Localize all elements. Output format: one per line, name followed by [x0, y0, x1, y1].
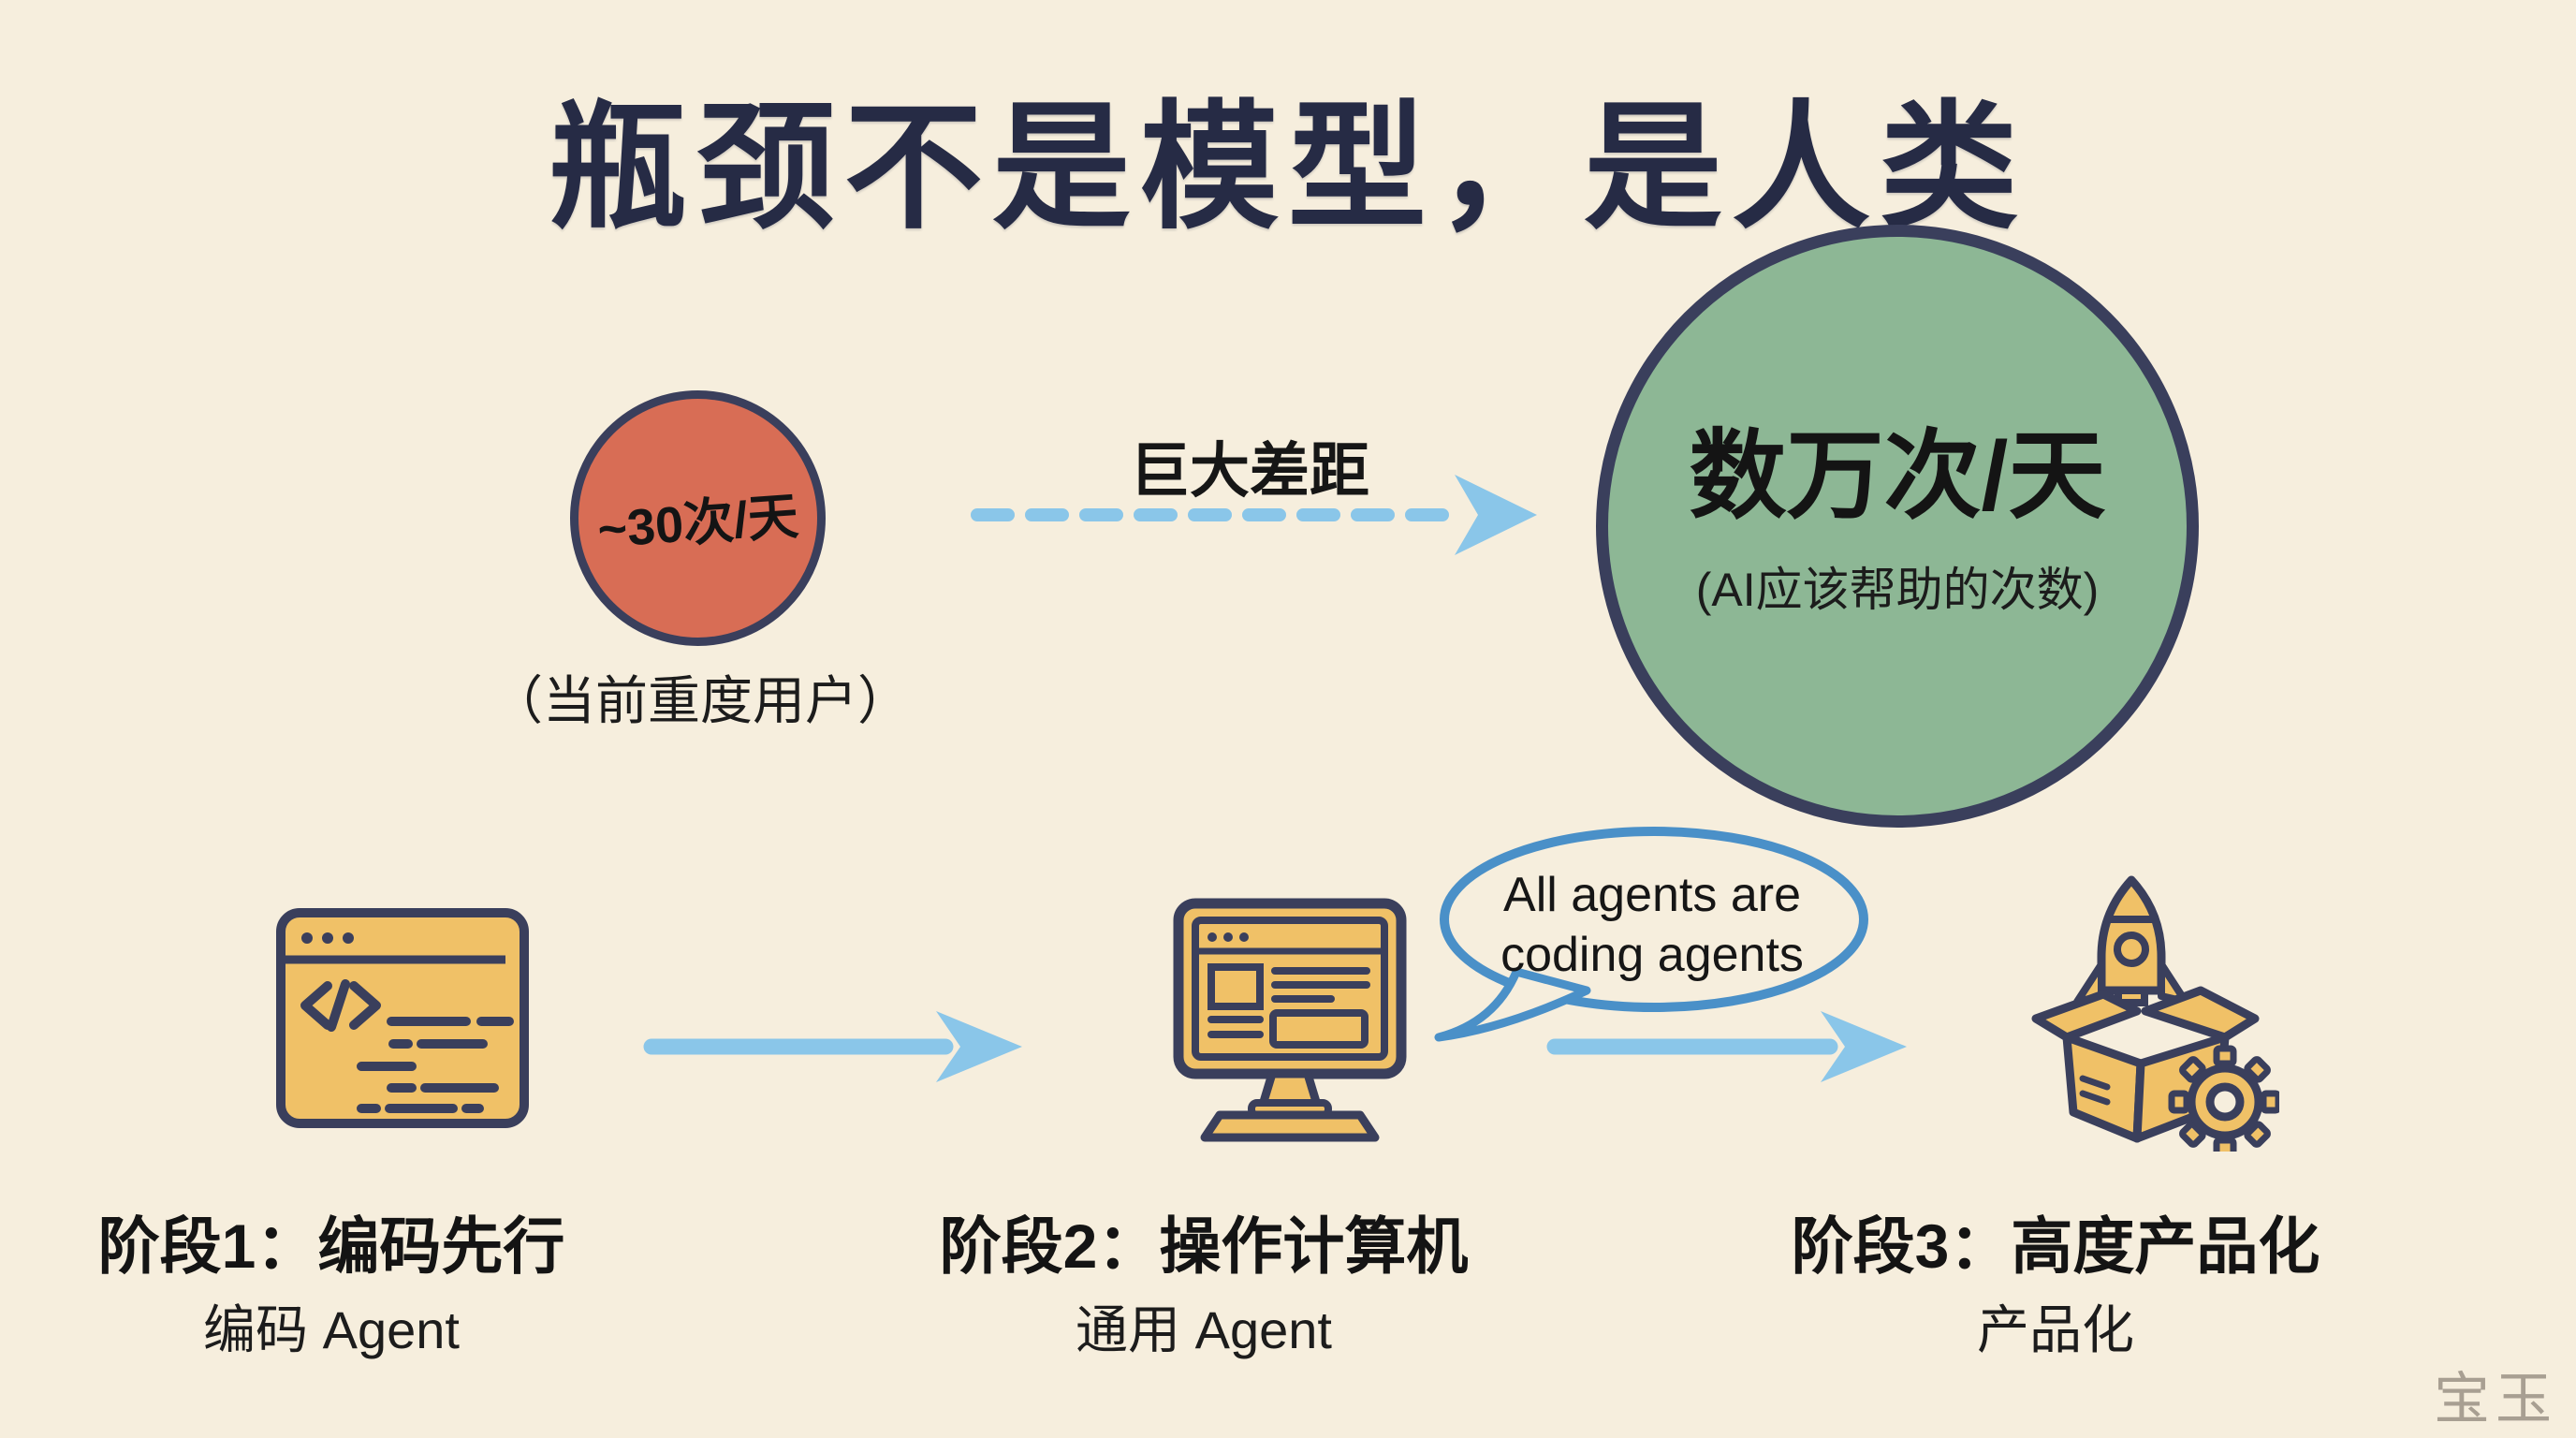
stage-3-subtitle: 产品化 [1977, 1300, 2134, 1359]
current-usage-value: ~30次/天 [595, 488, 801, 559]
stage-1-subtitle: 编码 Agent [203, 1300, 460, 1359]
target-usage-value: 数万次/天 [1689, 421, 2106, 531]
current-usage-circle: ~30次/天 [570, 390, 826, 646]
arrow-right-icon [1546, 1011, 1907, 1082]
code-editor-icon [276, 908, 529, 1128]
arrow-right-icon [643, 1011, 1022, 1082]
speech-bubble: All agents are coding agents [1427, 824, 1872, 1058]
target-usage-circle: 数万次/天 (AI应该帮助的次数) [1596, 225, 2199, 828]
speech-bubble-line: All agents are [1503, 868, 1801, 922]
speech-bubble-outline [1434, 827, 1868, 1042]
stage-3-title: 阶段3：高度产品化 [1791, 1211, 2320, 1281]
target-usage-caption: (AI应该帮助的次数) [1695, 563, 2100, 616]
gap-dashed-arrow-icon [971, 475, 1537, 555]
speech-bubble-line: coding agents [1500, 928, 1804, 982]
stage-2-title: 阶段2：操作计算机 [939, 1211, 1469, 1281]
gear-icon [2168, 1045, 2279, 1152]
page-title: 瓶颈不是模型，是人类 [549, 91, 2027, 245]
stage-1-title: 阶段1：编码先行 [97, 1211, 565, 1281]
gap-label: 巨大差距 [1130, 437, 1369, 505]
rocket-box-gear-icon [2031, 875, 2279, 1152]
speech-bubble-text: All agents are coding agents [1456, 865, 1849, 985]
computer-monitor-icon [1173, 898, 1407, 1142]
watermark: 宝玉 [2434, 1368, 2557, 1431]
current-usage-caption: （当前重度用户） [490, 671, 910, 730]
stage-2-subtitle: 通用 Agent [1076, 1300, 1332, 1359]
